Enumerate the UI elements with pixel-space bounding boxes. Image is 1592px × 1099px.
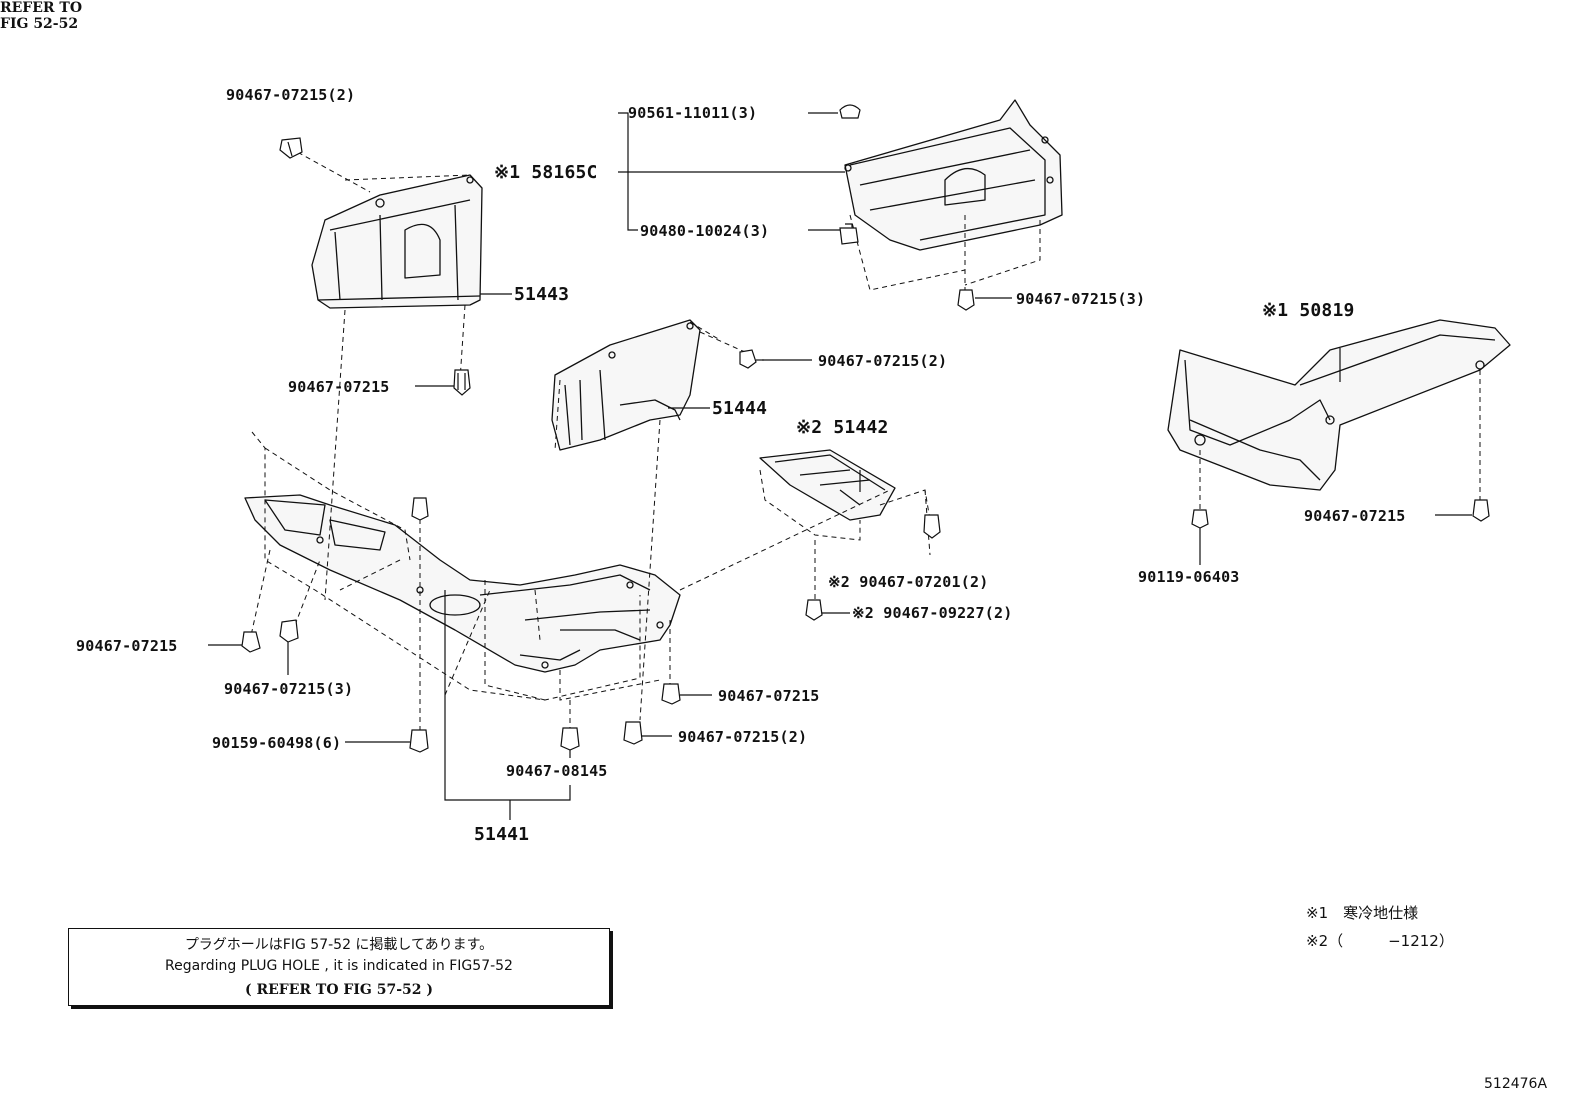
legend-note-1: ※1 寒冷地仕様	[1306, 904, 1419, 922]
label-part-51441[interactable]: 51441	[474, 824, 530, 845]
label-fastener-51444-right[interactable]: 90467-07215(2)	[818, 352, 948, 370]
label-fastener-top-left[interactable]: 90467-07215(2)	[226, 86, 356, 104]
label-fastener-08145[interactable]: 90467-08145	[506, 762, 608, 780]
label-fastener-left[interactable]: 90467-07215	[76, 637, 178, 655]
part-51444-shape	[551, 319, 701, 451]
part-51442-shape	[759, 449, 896, 521]
part-58165c-shape	[844, 99, 1063, 251]
clip-icon	[805, 599, 823, 621]
label-fastener-mid-right-2[interactable]: 90467-07215(2)	[678, 728, 808, 746]
label-fastener-90480[interactable]: 90480-10024(3)	[640, 222, 770, 240]
refer-line-1: REFER TO	[0, 0, 83, 16]
label-fastener-left-3[interactable]: 90467-07215(3)	[224, 680, 354, 698]
note-japanese: プラグホールはFIG 57-52 に掲載してあります。	[184, 937, 494, 953]
clip-icon	[957, 289, 975, 311]
bolt-icon	[1191, 509, 1209, 529]
legend-note-2: ※2（ −1212）	[1306, 932, 1454, 950]
label-part-58165c[interactable]: ※1 58165C	[494, 162, 598, 183]
clip-icon	[923, 514, 941, 539]
label-fastener-90159[interactable]: 90159-60498(6)	[212, 734, 342, 752]
bolt-icon	[739, 349, 764, 369]
plug-hole-note: プラグホールはFIG 57-52 に掲載してあります。 Regarding PL…	[68, 928, 610, 1006]
label-fastener-mid-right[interactable]: 90467-07215	[718, 687, 820, 705]
clip-icon	[1472, 499, 1490, 522]
clip-icon	[279, 619, 299, 643]
bolt-icon	[409, 729, 429, 753]
clip-icon	[453, 369, 471, 396]
clip-icon	[623, 721, 643, 745]
clip-icon	[560, 727, 580, 751]
label-fastener-09227[interactable]: ※2 90467-09227(2)	[852, 604, 1013, 622]
label-part-50819[interactable]: ※1 50819	[1262, 300, 1355, 321]
clip-icon	[241, 631, 261, 653]
part-50819-shape	[1167, 319, 1511, 491]
label-part-51442[interactable]: ※2 51442	[796, 417, 889, 438]
label-fastener-07201[interactable]: ※2 90467-07201(2)	[828, 573, 989, 591]
note-refer-link[interactable]: ( REFER TO FIG 57-52 )	[244, 982, 433, 998]
label-fastener-90561[interactable]: 90561-11011(3)	[628, 104, 758, 122]
note-english: Regarding PLUG HOLE , it is indicated in…	[165, 958, 513, 974]
refer-line-2: FIG 52-52	[0, 16, 79, 32]
clip-icon	[279, 137, 303, 159]
bolt-icon	[411, 497, 429, 521]
label-fastener-50819-right[interactable]: 90467-07215	[1304, 507, 1406, 525]
nut-icon	[839, 223, 859, 245]
label-fastener-51443-clip[interactable]: 90467-07215	[288, 378, 390, 396]
figure-id: 512476A	[1484, 1076, 1548, 1092]
clip-icon	[661, 683, 681, 705]
part-51441-shape	[244, 494, 681, 673]
label-fastener-90119[interactable]: 90119-06403	[1138, 568, 1240, 586]
label-part-51444[interactable]: 51444	[712, 398, 768, 419]
refer-to-fig-52-52[interactable]: REFER TO FIG 52-52	[0, 0, 1592, 32]
label-part-51443[interactable]: 51443	[514, 284, 570, 305]
part-51443-shape	[311, 174, 483, 309]
label-fastener-58165c-bottom[interactable]: 90467-07215(3)	[1016, 290, 1146, 308]
grommet-icon	[839, 104, 861, 119]
